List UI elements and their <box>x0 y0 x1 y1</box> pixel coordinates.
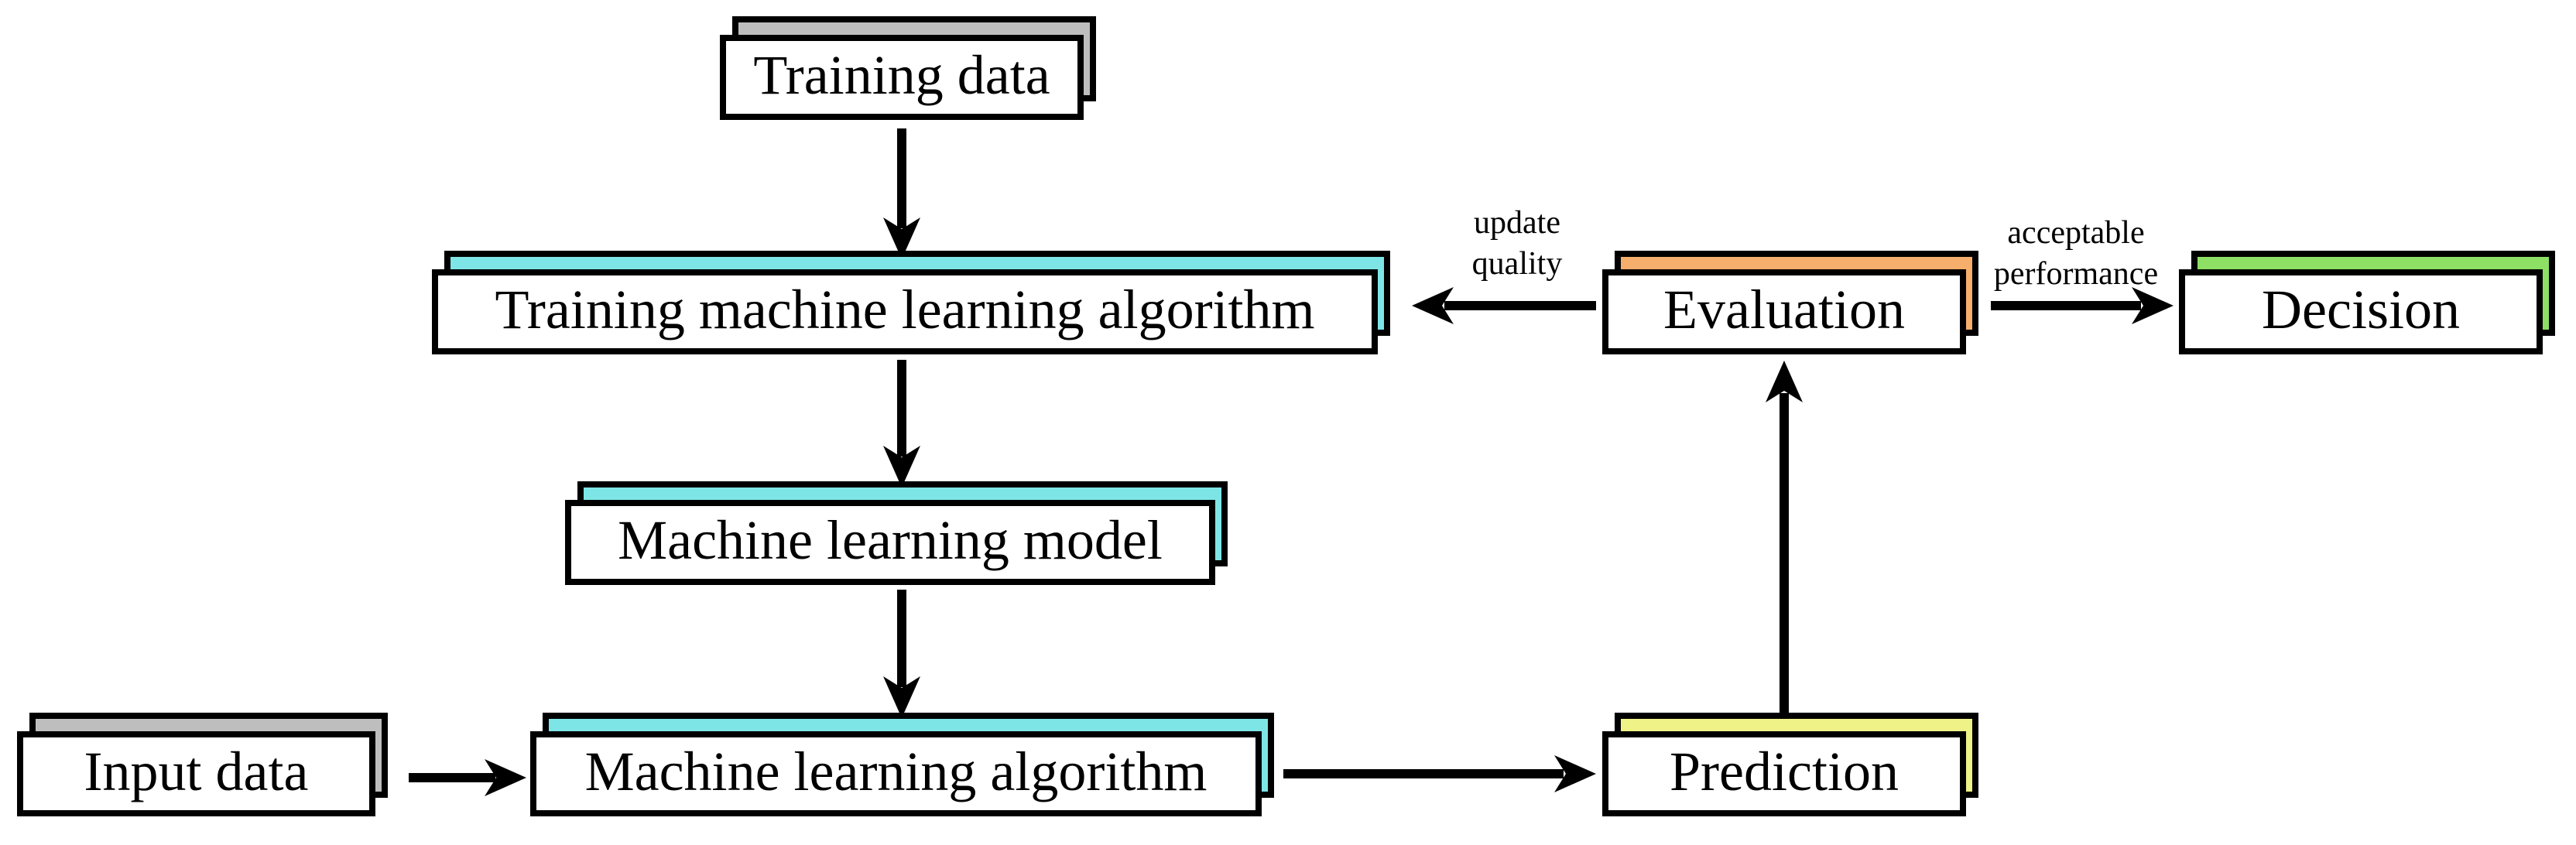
node-label: Evaluation <box>1663 279 1905 340</box>
arrow-head <box>1766 361 1803 402</box>
edge-label-acceptable-performance: acceptable performance <box>1906 213 2246 295</box>
arrow-head <box>883 676 920 718</box>
node-face: Decision <box>2179 269 2543 354</box>
arrow-training-ml-algorithm-to-machine-learning-model <box>883 360 920 488</box>
node-decision: Decision <box>2179 251 2555 354</box>
arrow-training-data-to-training-ml-algorithm <box>883 128 920 259</box>
node-evaluation: Evaluation <box>1602 251 1978 354</box>
node-training-data: Training data <box>720 16 1096 120</box>
node-input-data: Input data <box>17 713 388 816</box>
node-face: Machine learning model <box>565 500 1215 585</box>
node-label: Training data <box>753 44 1050 106</box>
edge-label-line: update <box>1474 205 1560 241</box>
arrow-machine-learning-algorithm-to-prediction <box>1283 755 1596 792</box>
arrow-machine-learning-model-to-machine-learning-algorithm <box>883 590 920 718</box>
node-training-ml-algorithm: Training machine learning algorithm <box>432 251 1390 354</box>
node-label: Decision <box>2262 279 2460 340</box>
node-face: Training machine learning algorithm <box>432 269 1378 354</box>
arrow-head <box>883 217 920 259</box>
node-face: Machine learning algorithm <box>530 731 1262 816</box>
arrow-head <box>2132 287 2174 324</box>
arrow-prediction-to-evaluation <box>1766 361 1803 721</box>
arrow-evaluation-to-training-ml-algorithm <box>1412 287 1596 324</box>
arrow-input-data-to-machine-learning-algorithm <box>409 759 526 796</box>
node-label: Prediction <box>1670 741 1899 802</box>
node-label: Machine learning algorithm <box>584 741 1208 802</box>
node-label: Training machine learning algorithm <box>495 279 1315 340</box>
edge-label-line: acceptable <box>2007 215 2145 251</box>
edge-label-update-quality: update quality <box>1401 203 1633 285</box>
edge-label-line: performance <box>1993 256 2159 292</box>
arrow-head <box>883 446 920 488</box>
arrow-head <box>1412 287 1454 324</box>
node-face: Evaluation <box>1602 269 1966 354</box>
node-face: Training data <box>720 35 1084 120</box>
node-machine-learning-model: Machine learning model <box>565 481 1228 585</box>
node-face: Input data <box>17 731 375 816</box>
arrow-head <box>485 759 526 796</box>
arrow-evaluation-to-decision <box>1991 287 2174 324</box>
node-machine-learning-algorithm: Machine learning algorithm <box>530 713 1274 816</box>
edge-label-line: quality <box>1471 246 1563 282</box>
arrow-head <box>1554 755 1596 792</box>
node-face: Prediction <box>1602 731 1966 816</box>
node-label: Input data <box>84 741 309 802</box>
node-prediction: Prediction <box>1602 713 1978 816</box>
node-label: Machine learning model <box>618 509 1163 571</box>
